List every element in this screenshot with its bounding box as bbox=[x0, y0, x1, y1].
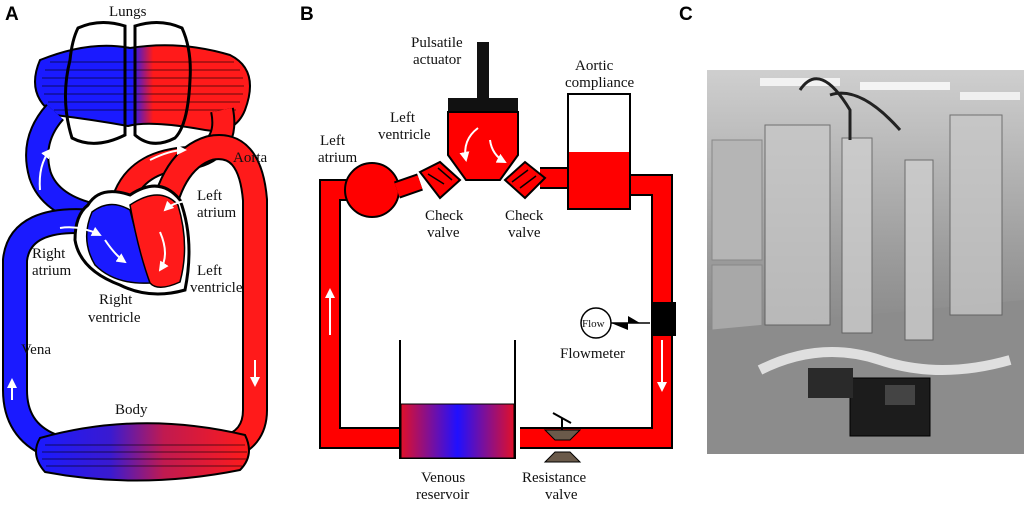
label-right-atrium-1: Right bbox=[32, 246, 66, 262]
label-right-ventricle-1: Right bbox=[99, 292, 133, 308]
label-aortic-1: Aortic bbox=[575, 58, 614, 74]
label-check-left-1: Check bbox=[425, 208, 464, 224]
label-left-atrium-2: atrium bbox=[197, 205, 236, 221]
lungs-outline bbox=[63, 21, 192, 145]
label-resistance-1: Resistance bbox=[522, 470, 586, 486]
check-valve-right-icon bbox=[503, 160, 547, 200]
flow-arrows-b bbox=[325, 288, 667, 392]
label-aorta: Aorta bbox=[233, 150, 267, 166]
label-right-ventricle-2: ventricle bbox=[88, 310, 141, 326]
arrow-icon bbox=[104, 239, 127, 264]
label-lv-1: Left bbox=[390, 110, 416, 126]
panel-label-c: C bbox=[679, 4, 693, 25]
check-valve-left-icon bbox=[418, 160, 462, 200]
photo-cylinder bbox=[841, 137, 873, 334]
label-la-1: Left bbox=[320, 133, 346, 149]
lung-capillary-bed bbox=[34, 44, 251, 132]
arrow-icon bbox=[459, 127, 479, 162]
left-atrium-chamber bbox=[344, 162, 400, 218]
panel-label-b: B bbox=[300, 4, 314, 25]
label-body: Body bbox=[115, 402, 148, 418]
label-flow: Flow bbox=[582, 318, 605, 330]
label-left-ventricle-1: Left bbox=[197, 263, 223, 279]
lung-capillary-lines bbox=[42, 61, 244, 111]
label-left-atrium-1: Left bbox=[197, 188, 223, 204]
label-la-2: atrium bbox=[318, 150, 357, 166]
body-capillary-lines bbox=[42, 444, 247, 467]
label-lv-2: ventricle bbox=[378, 127, 431, 143]
left-heart bbox=[129, 194, 186, 288]
arrow-icon bbox=[38, 148, 52, 191]
label-lungs: Lungs bbox=[109, 4, 147, 20]
label-vena: Vena bbox=[21, 342, 51, 358]
panel-a-circulation-diagram: Lungs Aorta Left atrium Right atrium Lef… bbox=[1, 4, 268, 482]
actuator-rod bbox=[477, 42, 489, 100]
arrow-icon bbox=[149, 145, 187, 161]
photo-cylinder bbox=[764, 124, 831, 326]
aortic-compliance-fluid bbox=[569, 152, 629, 208]
flowmeter-body bbox=[652, 302, 676, 336]
label-check-left-2: valve bbox=[427, 225, 460, 241]
label-check-right-2: valve bbox=[508, 225, 541, 241]
arrow-icon bbox=[59, 226, 102, 236]
label-aortic-2: compliance bbox=[565, 75, 634, 91]
label-check-right-1: Check bbox=[505, 208, 544, 224]
panel-c-photograph bbox=[707, 70, 1024, 454]
photo-cylinder bbox=[949, 114, 1003, 316]
tubing-loop bbox=[319, 174, 673, 449]
resistance-valve-icon[interactable] bbox=[543, 412, 582, 463]
panel-b-mock-circulation-loop: Flow Pulsatile actuator Aortic complianc… bbox=[318, 35, 676, 503]
arrow-icon bbox=[163, 199, 201, 212]
label-venous-1: Venous bbox=[421, 470, 465, 486]
photo-cylinder bbox=[904, 159, 934, 341]
label-right-atrium-2: atrium bbox=[32, 263, 71, 279]
left-ventricle-chamber bbox=[447, 111, 519, 181]
label-pulsatile-1: Pulsatile bbox=[411, 35, 463, 51]
panel-label-a: A bbox=[5, 4, 19, 25]
arrow-icon bbox=[489, 139, 507, 163]
actuator-piston bbox=[448, 98, 518, 112]
flow-arrows-a bbox=[6, 145, 260, 400]
label-pulsatile-2: actuator bbox=[413, 52, 461, 68]
label-resistance-2: valve bbox=[545, 487, 578, 503]
label-left-ventricle-2: ventricle bbox=[190, 280, 243, 296]
label-flowmeter: Flowmeter bbox=[560, 346, 625, 362]
arrow-icon bbox=[158, 231, 169, 272]
venous-reservoir-fluid bbox=[400, 403, 515, 459]
label-venous-2: reservoir bbox=[416, 487, 469, 503]
